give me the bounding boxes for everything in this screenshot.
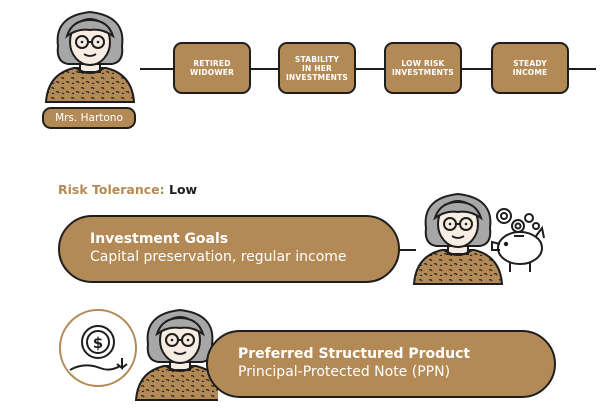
risk-tolerance: Risk Tolerance: Low <box>58 182 197 197</box>
dollar-coin-hand-icon: $ <box>69 325 128 371</box>
flow-connector <box>140 68 596 70</box>
product-text: Principal-Protected Note (PPN) <box>238 364 451 380</box>
woman-avatar-icon <box>413 193 503 285</box>
trait-low-risk: LOW RISK INVESTMENTS <box>384 42 462 94</box>
piggy-bank-icon <box>491 225 545 272</box>
preferred-product-card: Preferred Structured Product Principal-P… <box>206 330 556 398</box>
product-title: Preferred Structured Product <box>238 346 471 362</box>
svg-text:$: $ <box>93 334 103 352</box>
goals-connector <box>398 249 416 251</box>
investment-goals-card: Investment Goals Capital preservation, r… <box>58 215 400 283</box>
goals-title: Investment Goals <box>90 231 229 247</box>
name-badge: Mrs. Hartono <box>42 107 136 129</box>
trait-steady-income: STEADY INCOME <box>491 42 569 94</box>
coins-icon <box>496 208 540 233</box>
woman-avatar-icon <box>45 11 135 103</box>
woman-avatar-icon <box>135 309 218 401</box>
risk-label: Risk Tolerance: <box>58 182 165 197</box>
risk-value: Low <box>168 182 198 197</box>
trait-stability: STABILITY IN HER INVESTMENTS <box>278 42 356 94</box>
product-illustration: $ <box>58 296 218 404</box>
trait-retired-widower: RETIRED WIDOWER <box>173 42 251 94</box>
goals-text: Capital preservation, regular income <box>90 249 347 265</box>
profile-avatar <box>40 6 140 104</box>
goals-illustration <box>408 186 558 286</box>
